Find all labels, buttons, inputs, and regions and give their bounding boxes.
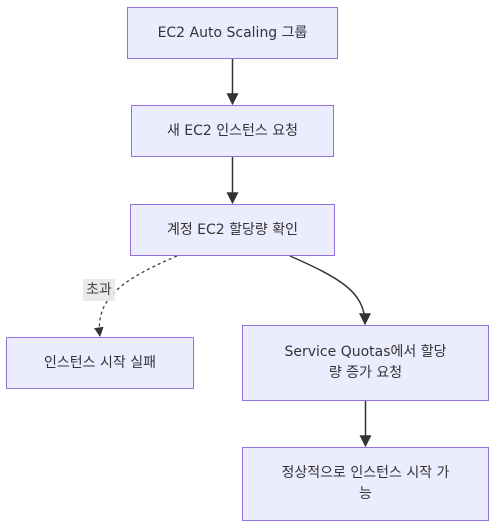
node-launch-failure-label: 인스턴스 시작 실패 (44, 354, 156, 371)
node-new-instance-request: 새 EC2 인스턴스 요청 (131, 105, 334, 157)
edge-check-to-fail (94, 255, 178, 337)
node-check-quota: 계정 EC2 할당량 확인 (130, 204, 335, 256)
node-check-quota-label: 계정 EC2 할당량 확인 (166, 221, 299, 238)
edge-label-exceeded: 초과 (83, 279, 115, 301)
node-asg-group-label: EC2 Auto Scaling 그룹 (157, 24, 308, 41)
edge-check-to-quota (289, 255, 371, 326)
node-request-quota-increase-label: Service Quotas에서 할당량 증가 요청 (284, 344, 447, 381)
node-request-quota-increase: Service Quotas에서 할당량 증가 요청 (242, 325, 489, 401)
node-launch-success: 정상적으로 인스턴스 시작 가능 (242, 447, 489, 521)
node-new-instance-request-label: 새 EC2 인스턴스 요청 (166, 122, 299, 139)
node-launch-success-label: 정상적으로 인스턴스 시작 가능 (281, 465, 450, 502)
node-asg-group: EC2 Auto Scaling 그룹 (127, 7, 338, 59)
node-launch-failure: 인스턴스 시작 실패 (6, 337, 194, 389)
